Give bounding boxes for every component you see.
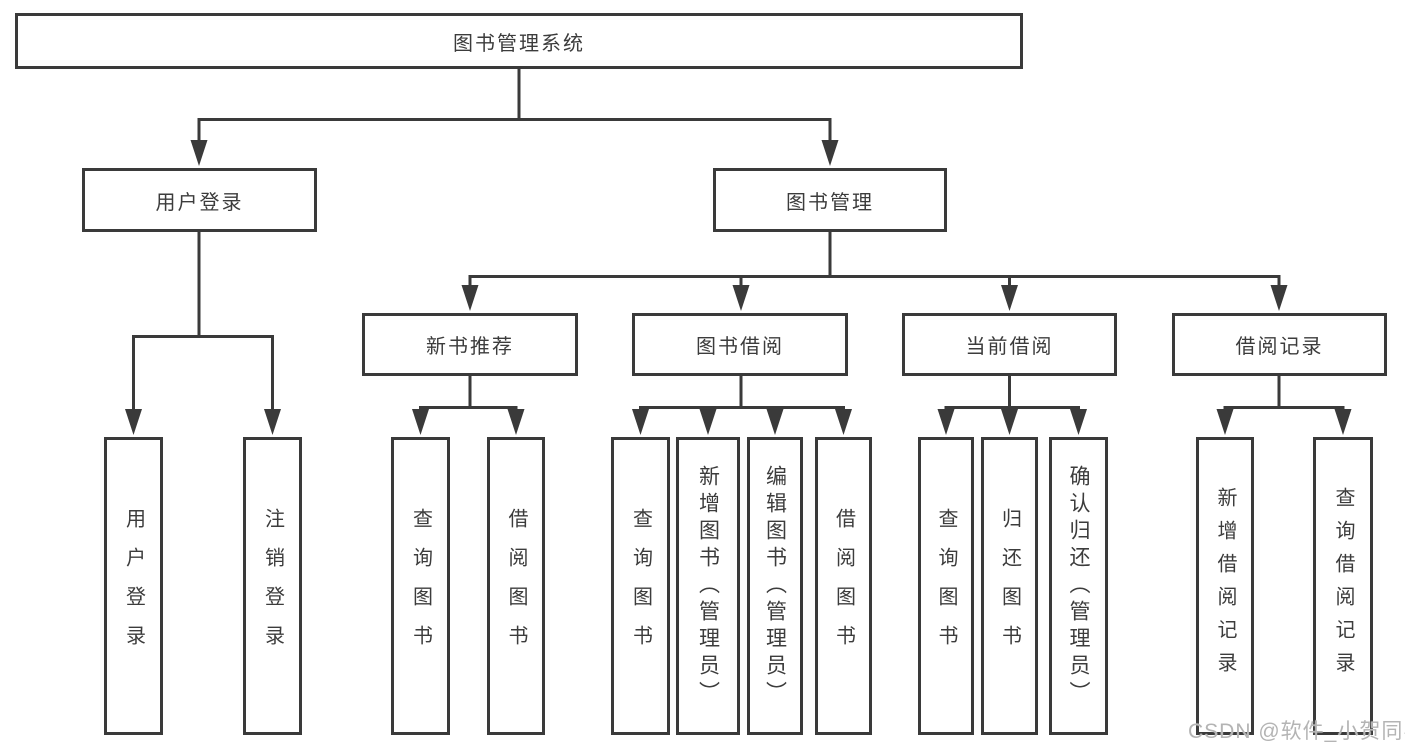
leaf-bb-borrow-books: 借阅图书: [815, 437, 872, 735]
node-current-borrowing-label: 当前借阅: [965, 336, 1054, 358]
leaf-bb-edit-books-admin: 编辑图书（管理员）: [747, 437, 803, 735]
leaf-nbr-borrow-books: 借阅图书: [487, 437, 545, 735]
node-borrowing-records: 借阅记录: [1172, 313, 1387, 376]
node-book-borrowing: 图书借阅: [632, 313, 848, 376]
node-book-management: 图书管理: [713, 168, 947, 232]
leaf-bb-query-books-label: 查询图书: [629, 508, 652, 664]
leaf-bb-borrow-books-label: 借阅图书: [832, 508, 855, 664]
node-book-management-label: 图书管理: [786, 191, 874, 214]
leaf-cb-confirm-return-admin-label: 确认归还（管理员）: [1067, 464, 1090, 708]
node-book-borrowing-label: 图书借阅: [696, 336, 784, 358]
node-new-book-recommend-label: 新书推荐: [426, 336, 514, 358]
leaf-br-add-borrow-record: 新增借阅记录: [1196, 437, 1254, 735]
leaf-bb-add-books-admin-label: 新增图书（管理员）: [696, 464, 720, 708]
leaf-nbr-query-books-label: 查询图书: [409, 508, 432, 664]
leaf-bb-add-books-admin: 新增图书（管理员）: [676, 437, 740, 735]
leaf-cb-return-books-label: 归还图书: [998, 508, 1021, 664]
node-new-book-recommend: 新书推荐: [362, 313, 578, 376]
leaf-user-login: 用户登录: [104, 437, 163, 735]
leaf-br-add-borrow-record-label: 新增借阅记录: [1214, 487, 1236, 685]
leaf-user-login-label: 用户登录: [122, 508, 145, 664]
leaf-br-query-borrow-record-label: 查询借阅记录: [1332, 487, 1354, 685]
node-root-label: 图书管理系统: [453, 32, 585, 55]
node-user-login: 用户登录: [82, 168, 317, 232]
leaf-logout: 注销登录: [243, 437, 302, 735]
node-root-system: 图书管理系统: [15, 13, 1023, 69]
leaf-bb-query-books: 查询图书: [611, 437, 670, 735]
node-current-borrowing: 当前借阅: [902, 313, 1117, 376]
leaf-nbr-query-books: 查询图书: [391, 437, 450, 735]
leaf-bb-edit-books-admin-label: 编辑图书（管理员）: [763, 464, 787, 708]
node-borrowing-records-label: 借阅记录: [1235, 336, 1324, 358]
leaf-cb-confirm-return-admin: 确认归还（管理员）: [1049, 437, 1108, 735]
leaf-nbr-borrow-books-label: 借阅图书: [505, 508, 527, 664]
leaf-cb-query-books-label: 查询图书: [935, 508, 957, 664]
leaf-cb-return-books: 归还图书: [981, 437, 1038, 735]
csdn-watermark: CSDN @软件_小贺同学: [1188, 720, 1405, 743]
leaf-logout-label: 注销登录: [261, 508, 284, 664]
node-user-login-label: 用户登录: [155, 191, 244, 214]
leaf-cb-query-books: 查询图书: [918, 437, 974, 735]
leaf-br-query-borrow-record: 查询借阅记录: [1313, 437, 1373, 735]
